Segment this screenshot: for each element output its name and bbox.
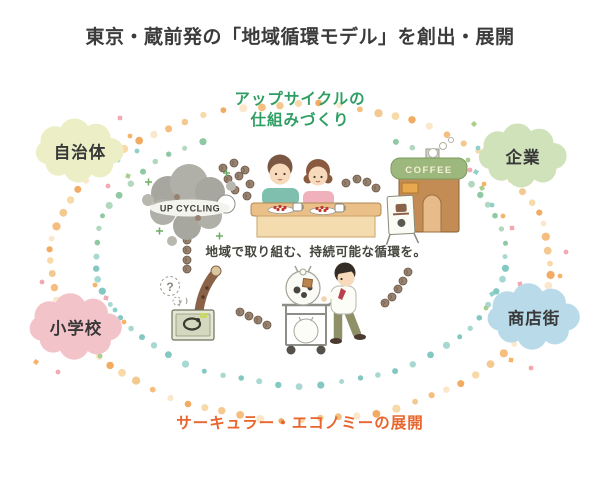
sparkle-icon [145, 169, 230, 240]
thought-bubble [428, 148, 438, 158]
lower-bag [293, 318, 319, 344]
boy-shirt [262, 188, 299, 206]
stakeholder-label-shotengai: 商店街 [507, 310, 561, 328]
food-scrap [194, 268, 220, 316]
cart-wheel [286, 345, 296, 355]
upcycling-text: UP CYCLING [160, 204, 220, 214]
cup-icon [395, 203, 407, 213]
upcycle-label-line1: アップサイクルの [234, 91, 366, 108]
waste-bin-illustration: ? [160, 265, 222, 341]
upcycle-system-label: アップサイクルの 仕組みづくり [234, 90, 365, 132]
collection-cart-illustration [282, 262, 366, 355]
stakeholder-label-jichitai: 自治体 [53, 144, 107, 162]
center-caption: 地域で取り組む、持続可能な循環を。 [205, 245, 427, 259]
circular-economy-label: サーキュラー・エコノミーの展開 [176, 415, 424, 432]
counter-front [256, 215, 376, 238]
coffee-sign-text: COFFEE [405, 165, 453, 176]
person-leg [343, 306, 362, 339]
upcycle-label-line2: 仕組みづくり [250, 111, 350, 129]
cart-wheel [316, 345, 326, 355]
stakeholder-blob-jichitai [35, 118, 124, 183]
recycle-loop-icon [182, 317, 202, 331]
stakeholder-blobs [29, 118, 580, 360]
collection-bag [285, 270, 321, 306]
upcycling-cloud-illustration: UP CYCLING [142, 164, 236, 246]
cafe-counter-illustration [250, 154, 382, 238]
stakeholder-blob-shotengai [487, 283, 580, 350]
confetti-dots [32, 115, 569, 375]
coffee-cup [292, 202, 303, 212]
question-bubble [160, 276, 180, 296]
cart-frame [285, 313, 327, 346]
aframe-sign [385, 194, 420, 245]
person-hand [321, 296, 327, 302]
shop-awning [390, 157, 468, 180]
question-mark: ? [166, 280, 173, 294]
shop-door [422, 194, 442, 233]
stakeholder-label-shogakko: 小学校 [49, 320, 103, 338]
coffee-bean-trails [182, 158, 413, 330]
red-scarf [338, 288, 346, 300]
coffee-shop-illustration: COFFEE [385, 137, 468, 245]
stakeholder-blob-shogakko [29, 293, 122, 360]
coffee-cup [334, 203, 345, 213]
stakeholder-blob-kigyo [478, 123, 567, 188]
shop-window-sign [401, 182, 419, 194]
stakeholder-label-kigyo: 企業 [505, 149, 541, 167]
page-title: 東京・蔵前発の「地域循環モデル」を創出・展開 [85, 27, 515, 48]
